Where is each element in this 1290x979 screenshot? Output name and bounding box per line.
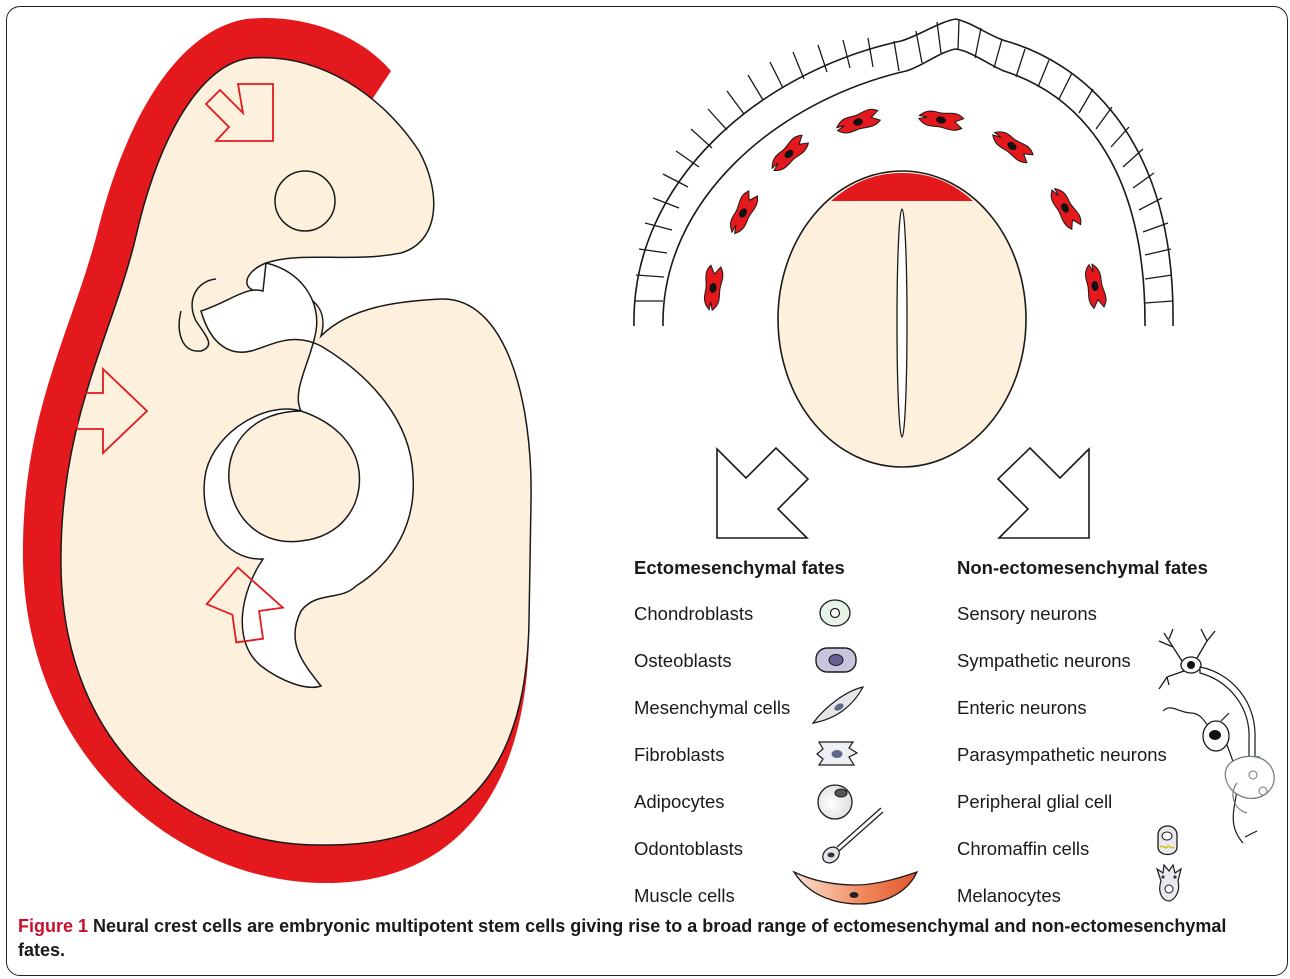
ecto-fate-label-osteoblasts: Osteoblasts <box>634 650 732 672</box>
ecto-fate-label-odontoblasts: Odontoblasts <box>634 838 743 860</box>
nonecto-fates-title: Non-ectomesenchymal fates <box>957 557 1208 579</box>
figure-caption: Figure 1 Neural crest cells are embryoni… <box>18 914 1258 962</box>
nonecto-fate-label-enteric-neurons: Enteric neurons <box>957 697 1087 719</box>
neural-tube-lumen <box>897 209 907 437</box>
nonecto-fate-label-melanocytes: Melanocytes <box>957 885 1061 907</box>
fibroblast-icon <box>817 742 857 765</box>
fate-arrow-right <box>998 448 1089 538</box>
nonecto-fate-label-sensory-neurons: Sensory neurons <box>957 603 1097 625</box>
ecto-fates-title: Ectomesenchymal fates <box>634 557 845 579</box>
embryo <box>23 18 531 883</box>
ecto-fate-label-mesenchymal-cells: Mesenchymal cells <box>634 697 790 719</box>
ecto-fate-label-muscle-cells: Muscle cells <box>634 885 735 907</box>
nonecto-fate-label-sympathetic-neurons: Sympathetic neurons <box>957 650 1131 672</box>
figure-frame: Ectomesenchymal fates Chondroblasts Oste… <box>6 6 1288 976</box>
adipocyte-icon <box>818 785 852 819</box>
fate-arrow-left <box>717 448 808 538</box>
ecto-fate-label-chondroblasts: Chondroblasts <box>634 603 753 625</box>
nonecto-fate-label-chromaffin-cells: Chromaffin cells <box>957 838 1089 860</box>
embryo-eye <box>275 171 335 231</box>
melanocyte-icon <box>1157 865 1181 901</box>
muscle-cell-icon <box>794 872 917 904</box>
chromaffin-cell-icon <box>1158 826 1177 855</box>
glial-cell-icon <box>1225 756 1274 813</box>
chondroblast-icon <box>820 600 850 626</box>
mesenchymal-cell-icon <box>813 687 863 723</box>
osteoblast-icon <box>816 648 856 672</box>
figure-caption-text: Neural crest cells are embryonic multipo… <box>18 916 1226 960</box>
figure-caption-label: Figure 1 <box>18 916 88 936</box>
ecto-fate-label-fibroblasts: Fibroblasts <box>634 744 724 766</box>
nonecto-fate-label-parasympathetic-neurons: Parasympathetic neurons <box>957 744 1167 766</box>
figure-artwork <box>7 7 1288 976</box>
sympathetic-neuron-icon <box>1163 708 1211 731</box>
neural-tube-section <box>634 19 1173 538</box>
ecto-fate-label-adipocytes: Adipocytes <box>634 791 725 813</box>
nonecto-fate-label-peripheral-glial-cell: Peripheral glial cell <box>957 791 1112 813</box>
